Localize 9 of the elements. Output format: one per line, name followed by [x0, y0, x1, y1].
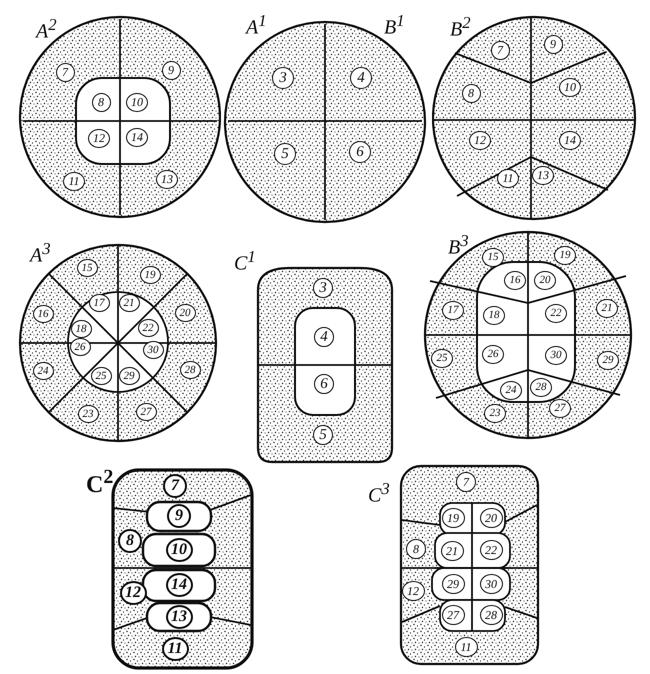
stage-label: B$^{3}$	[448, 230, 469, 259]
stage-label: C$^{1}$	[234, 246, 256, 275]
stage-label: C$^{2}$	[86, 466, 114, 496]
stage-label: B$^{1}$	[384, 10, 405, 39]
stage-label: A$^{2}$	[36, 14, 57, 43]
stage-label: A$^{3}$	[30, 238, 51, 267]
stage-label: B$^{2}$	[450, 12, 471, 41]
stage-label: C$^{3}$	[368, 478, 390, 507]
stage-label: A$^{1}$	[246, 10, 267, 39]
